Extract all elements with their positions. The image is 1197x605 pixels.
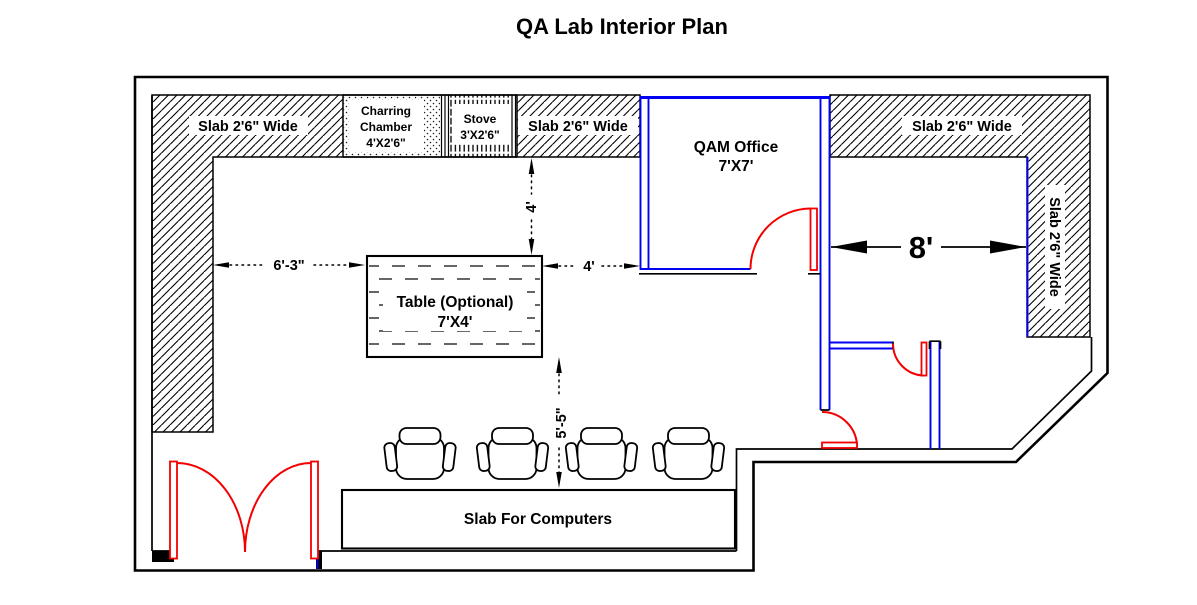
chair-2 bbox=[475, 427, 550, 480]
svg-text:8': 8' bbox=[909, 230, 934, 265]
dimension-8: 8' bbox=[831, 230, 1026, 265]
charring-chamber-label: Charring Chamber 4'X2'6" bbox=[349, 100, 424, 152]
svg-text:Table (Optional): Table (Optional) bbox=[397, 294, 514, 311]
computer-slab: Slab For Computers bbox=[340, 488, 737, 550]
slab-top-left bbox=[151, 94, 344, 433]
corridor-door bbox=[821, 411, 858, 449]
slab-label-right-vertical: Slab 2'6" Wide bbox=[1045, 185, 1065, 309]
page-title: QA Lab Interior Plan bbox=[516, 14, 728, 39]
svg-text:Slab 2'6" Wide: Slab 2'6" Wide bbox=[528, 119, 628, 135]
slab-label-top-right: Slab 2'6" Wide bbox=[902, 116, 1022, 135]
svg-text:Slab For Computers: Slab For Computers bbox=[464, 511, 612, 528]
table-optional: Table (Optional) 7'X4' bbox=[365, 254, 544, 359]
office-bottom-wall-outer bbox=[639, 272, 830, 411]
svg-text:3'X2'6": 3'X2'6" bbox=[460, 128, 499, 142]
chair-1 bbox=[383, 427, 457, 480]
inner-wall-bottom-right bbox=[735, 337, 1093, 551]
svg-text:Slab 2'6" Wide: Slab 2'6" Wide bbox=[198, 119, 298, 135]
svg-text:Slab 2'6" Wide: Slab 2'6" Wide bbox=[1046, 197, 1062, 297]
outer-wall bbox=[133, 75, 1109, 572]
svg-text:4': 4' bbox=[524, 201, 540, 213]
svg-text:Chamber: Chamber bbox=[360, 120, 412, 134]
qam-office-label: QAM Office 7'X7' bbox=[694, 139, 779, 175]
partition-horizontal-wall bbox=[830, 341, 893, 350]
door-jamb-right bbox=[316, 551, 322, 569]
dimension-6-3: 6'-3" bbox=[213, 258, 365, 274]
svg-text:4': 4' bbox=[583, 259, 595, 275]
equipment-band-edges bbox=[343, 94, 517, 158]
svg-text:Stove: Stove bbox=[464, 112, 497, 126]
entrance-double-door bbox=[169, 460, 319, 560]
svg-text:QAM Office: QAM Office bbox=[694, 139, 779, 156]
svg-text:7'X7': 7'X7' bbox=[719, 158, 754, 175]
dimension-4-vertical: 4' bbox=[524, 158, 540, 255]
office-door bbox=[749, 207, 818, 271]
svg-text:4'X2'6": 4'X2'6" bbox=[366, 136, 405, 150]
dimension-4-horizontal: 4' bbox=[542, 259, 640, 275]
chair-3 bbox=[564, 427, 639, 480]
partition-door bbox=[892, 341, 928, 377]
door-jamb-left bbox=[152, 551, 174, 562]
office-left-wall bbox=[639, 96, 650, 270]
equipment-divider-lines bbox=[440, 95, 517, 157]
partition-vertical-cap bbox=[928, 340, 942, 349]
chair-4 bbox=[651, 427, 726, 480]
stove-label: Stove 3'X2'6" bbox=[452, 104, 509, 144]
slab-label-top-left: Slab 2'6" Wide bbox=[189, 116, 308, 135]
partition-vertical-wall bbox=[929, 342, 941, 449]
slab-label-top-mid: Slab 2'6" Wide bbox=[518, 116, 638, 135]
svg-text:Charring: Charring bbox=[361, 104, 411, 118]
svg-text:Slab 2'6" Wide: Slab 2'6" Wide bbox=[912, 119, 1012, 135]
svg-text:5'-5": 5'-5" bbox=[554, 407, 570, 438]
dimension-5-5: 5'-5" bbox=[554, 357, 570, 488]
svg-text:7'X4': 7'X4' bbox=[438, 314, 473, 331]
svg-text:6'-3": 6'-3" bbox=[273, 258, 304, 274]
office-right-wall bbox=[819, 96, 831, 410]
